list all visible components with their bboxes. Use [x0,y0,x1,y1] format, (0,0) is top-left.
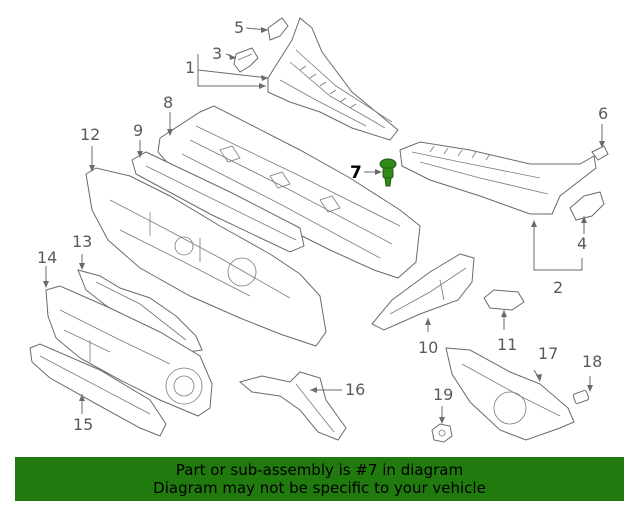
part-1-cowl-top-panel[interactable] [267,17,399,141]
callout-17: 17 [538,344,559,363]
part-18-bolt[interactable] [572,389,590,405]
callout-5: 5 [234,18,245,37]
callout-10: 10 [418,338,439,357]
banner-line-1: Part or sub-assembly is #7 in diagram [175,461,464,479]
leader-arrowheads [43,27,605,424]
part-19-nut[interactable] [431,423,453,443]
banner-line-2: Diagram may not be specific to your vehi… [153,479,486,497]
callout-9: 9 [133,121,144,140]
part-6-clip[interactable] [591,145,609,161]
part-9-cowl-strip[interactable] [131,151,305,253]
part-11-block[interactable] [483,289,525,311]
callout-12: 12 [80,125,101,144]
part-5-bracket[interactable] [267,17,289,41]
part-16-bracket[interactable] [238,371,347,441]
callout-13: 13 [72,232,93,251]
part-2-cowl-panel[interactable] [399,141,597,215]
callout-4: 4 [577,234,588,253]
callout-19: 19 [433,385,454,404]
callout-7: 7 [350,163,362,183]
part-3-bracket[interactable] [233,47,259,73]
part-12-dash-panel[interactable] [85,167,327,347]
part-15-lower-rail[interactable] [29,343,167,437]
part-13-insulator[interactable] [77,269,203,353]
part-14-inner-dash-panel[interactable] [45,285,213,417]
callout-15: 15 [73,415,94,434]
callout-6: 6 [598,104,609,123]
callout-3: 3 [212,44,223,63]
diagram-drawing [29,17,609,443]
part-10-side-bracket[interactable] [371,253,475,331]
callout-18: 18 [582,352,603,371]
part-7-clip[interactable] [379,158,397,187]
callout-1: 1 [185,58,196,77]
callout-8: 8 [163,93,174,112]
callout-2: 2 [553,278,564,297]
callout-14: 14 [37,248,58,267]
leader-lines [45,27,603,422]
info-banner: Part or sub-assembly is #7 in diagram Di… [15,457,624,501]
part-4-bracket[interactable] [569,191,605,221]
part-17-side-panel[interactable] [445,347,575,441]
callout-11: 11 [497,335,518,354]
parts-diagram: 1 2 3 4 5 6 7 8 9 10 11 12 13 14 15 16 1… [29,17,609,443]
callout-16: 16 [345,380,366,399]
